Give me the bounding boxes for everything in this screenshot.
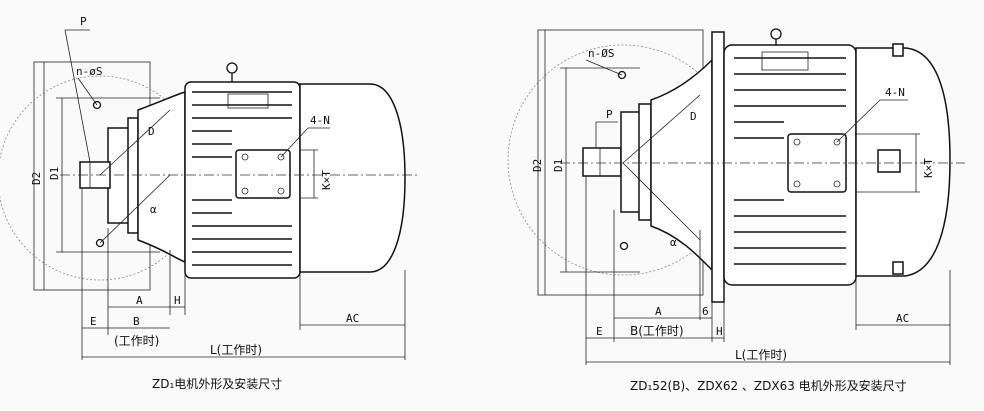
left-label-e: E (90, 315, 97, 328)
right-mount-plate (711, 31, 725, 303)
right-top-bracket (761, 51, 809, 71)
left-label-alpha: α (150, 203, 157, 216)
right-bolt-hole-bottom (619, 241, 629, 251)
right-rear-shaft (877, 149, 901, 173)
right-cooling-fins (734, 57, 846, 265)
left-label-l-work: L(工作时) (210, 343, 262, 357)
left-top-bracket (227, 93, 269, 109)
left-terminal-box (235, 149, 291, 199)
left-d-radius (99, 109, 171, 176)
left-label-d: D (148, 125, 155, 138)
right-label-e: E (596, 325, 603, 338)
right-label-d2: D2 (531, 159, 544, 172)
right-label-kxt: K×T (922, 158, 935, 178)
right-label-h: H (716, 325, 723, 338)
left-label-d2: D2 (30, 172, 43, 185)
left-cooling-fins (192, 91, 292, 266)
right-label-d: D (690, 110, 697, 123)
left-fan-cover (299, 83, 406, 273)
right-label-l-work: L(工作时) (735, 348, 787, 362)
left-caption: ZD₁电机外形及安装尺寸 (152, 376, 282, 391)
right-label-ac: AC (896, 312, 909, 325)
right-label-b-work: B(工作时) (630, 324, 684, 338)
right-bolt-top (892, 43, 904, 57)
left-label-b: B (133, 315, 140, 328)
left-motor-drawing: P n-øS D D2 D1 α 4-N K×T A H E B (工作时) L… (0, 15, 420, 391)
right-label-4n: 4-N (885, 86, 905, 99)
right-d-radius (622, 94, 701, 164)
left-label-h: H (174, 294, 181, 307)
left-label-ac: AC (346, 312, 359, 325)
right-label-d1: D1 (552, 159, 565, 172)
left-label-a: A (136, 294, 143, 307)
right-bolt-bottom (892, 261, 904, 275)
right-label-alpha: α (670, 236, 677, 249)
right-bolt-hole-top (617, 70, 627, 80)
right-label-6: 6 (702, 305, 709, 318)
left-label-d1: D1 (48, 167, 61, 180)
left-label-4n: 4-N (310, 114, 330, 127)
right-label-a: A (655, 305, 662, 318)
left-label-ns: n-øS (76, 65, 103, 78)
right-flange-ring (638, 103, 652, 221)
left-flange-ring (127, 117, 139, 234)
left-lifting-eye (226, 62, 238, 74)
left-label-p: P (80, 15, 87, 28)
left-label-b-work: (工作时) (114, 334, 159, 348)
right-label-ns: n-ØS (588, 47, 615, 60)
left-bolt-hole-bottom (95, 238, 105, 248)
right-label-p: P (606, 108, 613, 121)
right-lifting-eye (770, 28, 782, 40)
right-brake-housing (855, 47, 951, 277)
right-bell-housing (650, 58, 713, 272)
right-caption: ZD₁52(B)、ZDX62 、ZDX63 电机外形及安装尺寸 (630, 378, 907, 393)
right-shaft (582, 147, 622, 177)
left-flange-plate (107, 127, 131, 224)
left-label-kxt: K×T (320, 170, 333, 190)
left-bolt-hole-top (92, 100, 102, 110)
right-motor-drawing: n-ØS P D D2 D1 α 4-N K×T A 6 E B(工作时) H … (507, 28, 965, 393)
